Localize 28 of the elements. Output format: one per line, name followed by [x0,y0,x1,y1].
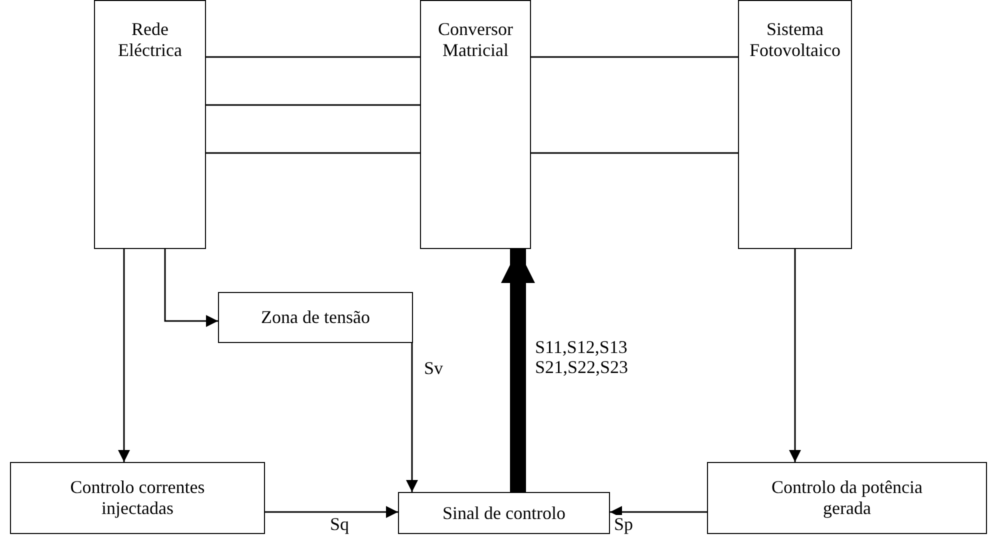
connector-line [206,152,420,154]
connector-line [531,56,738,58]
block-label: Sistema Fotovoltaico [748,19,842,60]
block-box [707,462,987,534]
arrow [789,249,801,462]
arrow [265,506,398,518]
block-box [94,0,206,249]
arrow [610,506,707,518]
arrow [164,249,218,327]
connector-line [206,104,420,106]
block-box [420,0,531,249]
edge-label: Sq [330,515,350,535]
arrow [501,249,535,492]
block-label: Controlo correntes injectadas [69,477,206,519]
block-box [738,0,852,249]
connector-line [206,56,420,58]
block-label: Zona de tensão [261,307,370,328]
block-label: Conversor Matricial [437,19,514,60]
block-label: Controlo da potência gerada [770,477,924,519]
block-label: Rede Eléctrica [117,19,183,60]
arrow [406,343,418,492]
edge-label: Sp [614,515,634,535]
block-box [10,462,265,534]
block-box [218,292,413,343]
block-box [398,492,610,534]
arrow [118,249,130,462]
block-label: Sinal de controlo [442,502,566,524]
connector-line [531,152,738,154]
